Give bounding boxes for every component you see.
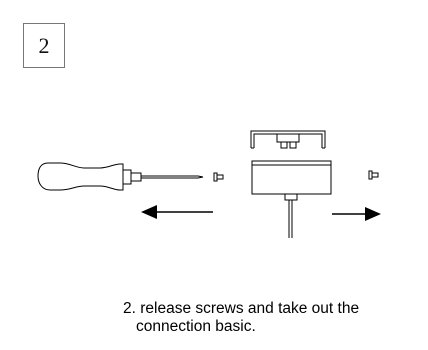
disassembly-illustration bbox=[37, 130, 381, 238]
instruction-line-1: 2. release screws and take out the bbox=[123, 300, 360, 317]
screw-icon bbox=[213, 172, 224, 182]
step-number-box: 2 bbox=[23, 23, 65, 68]
cable-icon bbox=[288, 200, 293, 238]
instruction-text: 2. release screws and take out the conne… bbox=[123, 300, 423, 336]
cover-bracket-icon bbox=[250, 130, 326, 149]
arrow-right-icon bbox=[332, 207, 381, 221]
instruction-line-2: connection basic. bbox=[136, 318, 256, 335]
screw-icon bbox=[368, 170, 379, 180]
screwdriver-icon bbox=[37, 162, 204, 191]
step-number: 2 bbox=[38, 32, 50, 58]
connection-base-icon bbox=[251, 160, 332, 201]
arrow-left-icon bbox=[141, 205, 213, 219]
